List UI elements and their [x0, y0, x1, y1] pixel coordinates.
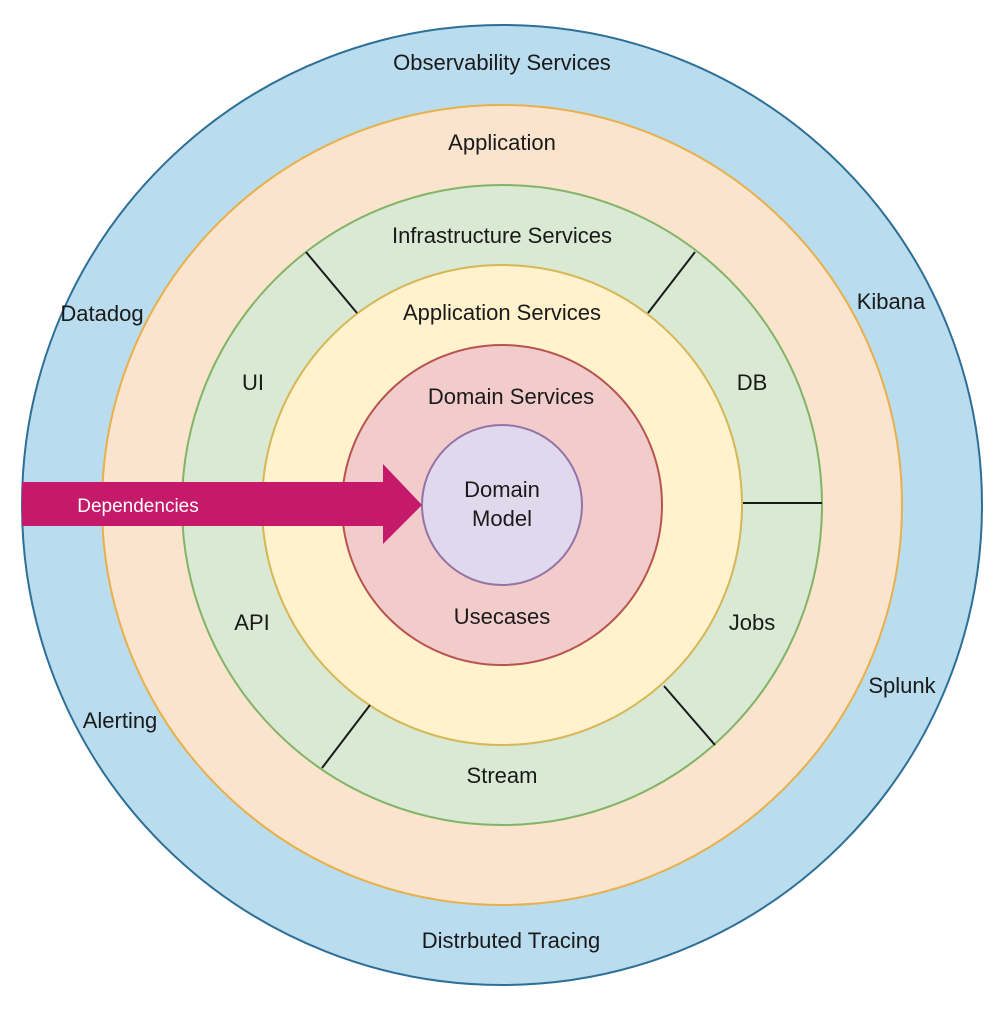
dependencies-label: Dependencies	[77, 496, 198, 517]
observability-title: Observability Services	[393, 50, 611, 75]
tracing-label: Distrbuted Tracing	[422, 928, 601, 953]
divider-jobs-stream	[663, 685, 716, 746]
alerting-label: Alerting	[83, 708, 158, 733]
domain-model-line2: Model	[472, 506, 532, 531]
divider-stream-api	[321, 704, 371, 769]
divider-top-db	[647, 251, 696, 314]
domain-model-circle	[421, 424, 583, 586]
db-label: DB	[737, 370, 768, 395]
divider-ui-top	[305, 251, 358, 314]
application-title: Application	[448, 130, 556, 155]
usecases-label: Usecases	[454, 604, 551, 629]
domain-services-title: Domain Services	[428, 384, 594, 409]
jobs-label: Jobs	[729, 610, 775, 635]
dependencies-arrow	[22, 464, 422, 544]
splunk-label: Splunk	[868, 673, 936, 698]
infrastructure-title: Infrastructure Services	[392, 223, 612, 248]
stream-label: Stream	[467, 763, 538, 788]
datadog-label: Datadog	[60, 301, 143, 326]
kibana-label: Kibana	[857, 289, 926, 314]
ui-label: UI	[242, 370, 264, 395]
domain-model-line1: Domain	[464, 477, 540, 502]
api-label: API	[234, 610, 269, 635]
application-services-title: Application Services	[403, 300, 601, 325]
